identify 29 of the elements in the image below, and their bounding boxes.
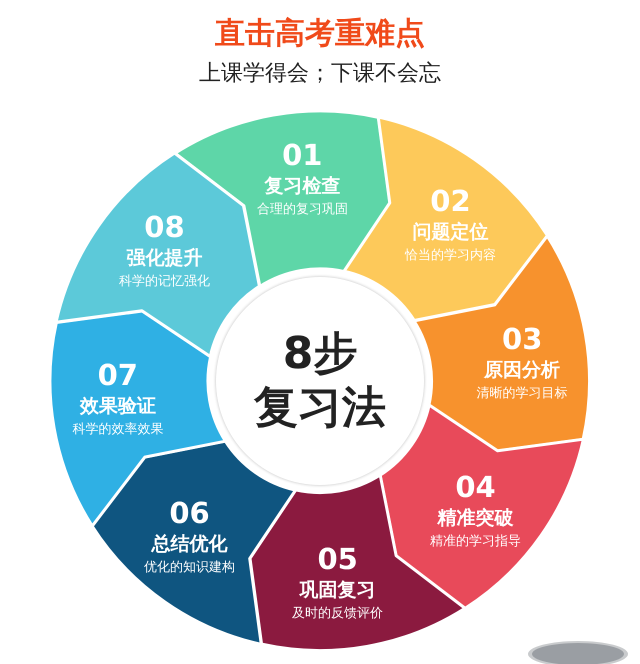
step-title: 强化提升 [125, 246, 204, 270]
step-description: 优化的知识建构 [143, 558, 236, 576]
step-title: 精准突破 [436, 506, 514, 532]
title: 直击高考重难点 [214, 15, 426, 53]
step-number: 08 [143, 210, 186, 244]
chevron-segment [50, 310, 226, 526]
center-text: 复习法 [254, 381, 386, 435]
step-number: 01 [281, 138, 324, 172]
center-text: 8步 [282, 327, 358, 381]
step-description: 精准的学习指导 [429, 533, 522, 552]
step-title: 原因分析 [482, 358, 562, 384]
step-description: 合理的复习巩固 [256, 200, 349, 219]
step-number: 04 [454, 470, 497, 504]
step-description: 恰当的学习内容 [404, 247, 497, 266]
step-description: 科学的效率效果 [71, 420, 164, 439]
step-description: 清晰的学习目标 [476, 385, 569, 404]
step-number: 07 [96, 358, 139, 392]
step-number: 05 [316, 542, 359, 576]
subtitle: 上课学得会；下课不会忘 [198, 60, 442, 88]
step-description: 科学的记忆强化 [118, 272, 211, 290]
step-title: 总结优化 [150, 532, 228, 556]
step-number: 03 [501, 322, 544, 356]
step-description: 及时的反馈评价 [291, 605, 384, 624]
step-number: 06 [168, 496, 211, 530]
step-title: 巩固复习 [298, 578, 377, 604]
step-title: 问题定位 [411, 220, 490, 246]
step-title: 效果验证 [78, 394, 157, 419]
step-number: 02 [429, 184, 472, 218]
step-title: 复习检查 [263, 174, 342, 199]
